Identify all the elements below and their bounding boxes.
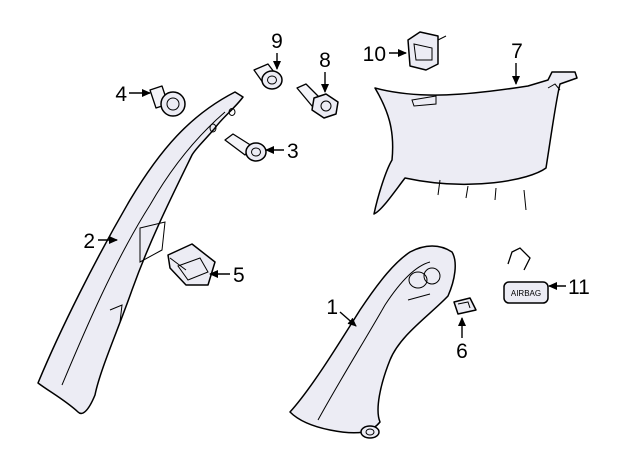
airbag-badge-text: AIRBAG bbox=[511, 289, 541, 298]
callout-11: 11 bbox=[568, 276, 590, 299]
part-10-clip bbox=[407, 31, 447, 71]
part-4-push-clip bbox=[149, 85, 186, 117]
part-2-a-pillar-trim bbox=[37, 91, 244, 415]
callout-3: 3 bbox=[287, 140, 299, 163]
leader-arrows bbox=[98, 49, 566, 338]
part-6-pad bbox=[453, 297, 477, 315]
part-9-nut bbox=[253, 63, 283, 90]
callout-2: 2 bbox=[83, 230, 95, 253]
leader-1 bbox=[339, 311, 357, 327]
callout-7: 7 bbox=[511, 40, 523, 63]
part-7-quarter-trim-panel bbox=[373, 71, 578, 215]
part-5-clip bbox=[167, 243, 216, 286]
callout-1: 1 bbox=[326, 296, 338, 319]
callout-9: 9 bbox=[271, 30, 283, 53]
part-3-bolt bbox=[224, 133, 267, 162]
callout-8: 8 bbox=[319, 49, 331, 72]
callout-5: 5 bbox=[233, 264, 245, 287]
callout-4: 4 bbox=[115, 83, 127, 106]
part-1-lower-trim-panel bbox=[289, 245, 456, 439]
callout-10: 10 bbox=[363, 43, 386, 66]
callout-labels: 1 2 3 4 5 6 7 8 9 10 11 bbox=[83, 30, 590, 363]
part-8-bolt bbox=[296, 83, 339, 119]
callout-6: 6 bbox=[456, 340, 468, 363]
part-11-airbag-badge: AIRBAG bbox=[503, 247, 549, 304]
